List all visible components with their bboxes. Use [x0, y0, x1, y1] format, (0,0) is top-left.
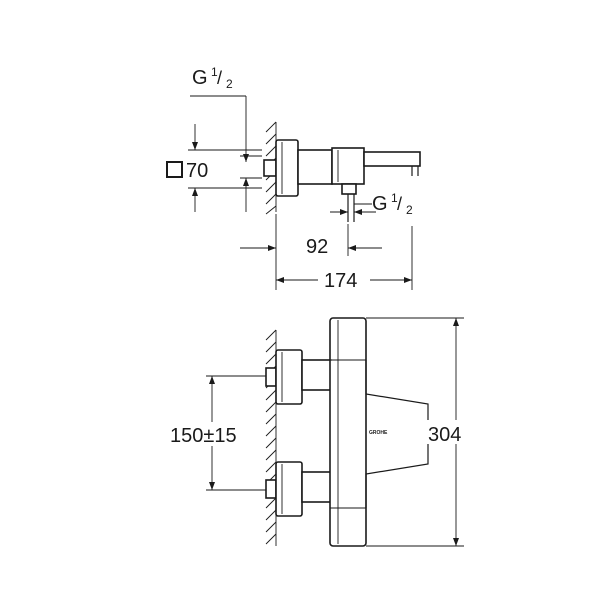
height-dimension-label: 304 — [428, 424, 461, 446]
depth-dimension: 174 — [276, 226, 413, 292]
thread-bottom-letter: G — [372, 193, 388, 215]
square-symbol — [166, 161, 183, 178]
thread-bottom-slash: / — [397, 194, 402, 214]
logo-text: GROHE — [369, 430, 388, 436]
square-size-label: 70 — [186, 160, 208, 182]
mixer-body-top — [331, 147, 421, 195]
height-dimension: 304 — [366, 317, 474, 547]
depth-dimension-label: 174 — [324, 270, 357, 292]
thermostat-body: GROHE — [329, 317, 429, 547]
thread-top-letter: G — [192, 67, 208, 89]
thread-bottom-num: 1 — [391, 191, 398, 205]
thread-bottom-den: 2 — [406, 203, 413, 217]
top-view: G 1 / 2 70 — [166, 65, 421, 292]
spacing-dimension: 150±15 — [168, 375, 266, 491]
connector-upper — [265, 349, 333, 405]
spout-dimension-label: 92 — [306, 236, 328, 258]
connector-lower — [265, 461, 333, 517]
spout-dimension: 92 — [240, 214, 382, 290]
thread-top-den: 2 — [226, 77, 233, 91]
square-dimension: 70 — [166, 124, 262, 212]
thread-label-top: G 1 / 2 — [190, 65, 249, 162]
connector-top — [263, 139, 333, 197]
wall-hatch-front — [265, 329, 277, 546]
spacing-dimension-label: 150±15 — [170, 425, 237, 447]
front-view: GROHE 150±15 304 — [168, 317, 474, 547]
thread-label-bottom: G 1 / 2 — [330, 191, 413, 222]
thread-top-num: 1 — [211, 65, 218, 79]
thread-top-slash: / — [217, 68, 222, 88]
